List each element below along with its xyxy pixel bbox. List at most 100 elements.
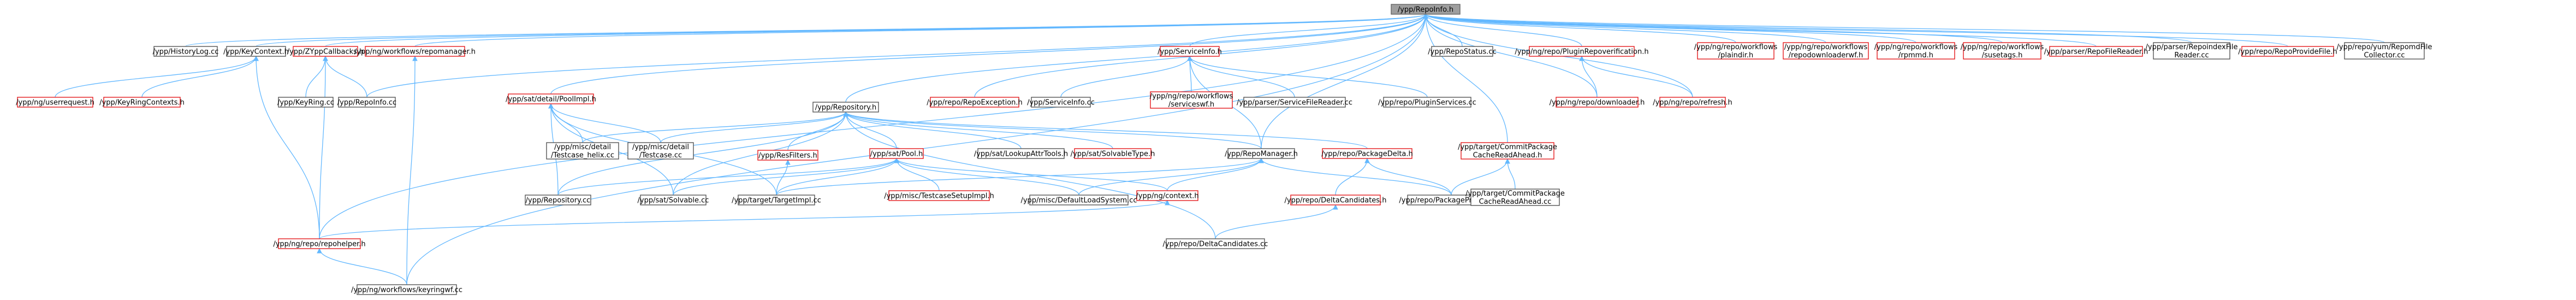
node-packagedelta-h[interactable]: /ypp/repo/PackageDelta.h bbox=[1321, 148, 1413, 159]
node-keyring-cc[interactable]: /ypp/KeyRing.cc bbox=[277, 97, 334, 108]
node-label: /ypp/parser/RepoindexFile bbox=[2146, 43, 2238, 51]
node-box bbox=[812, 102, 879, 113]
node-wf-repodownloaderwf-h[interactable]: /ypp/ng/repo/workflows/repodownloaderwf.… bbox=[1783, 42, 1869, 60]
node-label: /ypp/ng/repo/repohelper.h bbox=[273, 240, 365, 249]
node-box bbox=[1529, 46, 1635, 57]
node-box bbox=[1029, 195, 1129, 205]
node-label: /ypp/repo/PluginServices.cc bbox=[1378, 99, 1476, 107]
node-box bbox=[357, 284, 457, 295]
node-deltacandidates-h[interactable]: /ypp/repo/DeltaCandidates.h bbox=[1285, 195, 1387, 205]
node-box bbox=[226, 46, 286, 57]
node-box bbox=[293, 46, 358, 57]
node-repoinfo-h[interactable]: /ypp/RepoInfo.h bbox=[1391, 4, 1461, 15]
node-solvable-cc[interactable]: /ypp/sat/Solvable.cc bbox=[638, 195, 709, 205]
node-solvabletype-h[interactable]: /ypp/sat/SolvableType.h bbox=[1071, 148, 1155, 159]
node-label: Collector.cc bbox=[2364, 51, 2405, 60]
node-keyringcontexts-h[interactable]: /ypp/KeyRingContexts.h bbox=[99, 97, 185, 108]
node-serviceinfo-cc[interactable]: /ypp/ServiceInfo.cc bbox=[1027, 97, 1095, 108]
node-box bbox=[1783, 42, 1869, 60]
node-label: /Testcase.cc bbox=[639, 151, 682, 160]
node-box bbox=[103, 97, 181, 108]
node-box bbox=[1470, 189, 1560, 206]
node-commitpkgcache-h[interactable]: /ypp/target/CommitPackageCacheReadAhead.… bbox=[1458, 142, 1557, 160]
dependency-edge bbox=[366, 13, 1428, 98]
node-repoexception-h[interactable]: /ypp/repo/RepoException.h bbox=[927, 97, 1023, 108]
dependency-edge bbox=[1423, 13, 2192, 43]
node-label: /ypp/repo/RepoException.h bbox=[927, 99, 1023, 107]
node-box bbox=[1963, 42, 2041, 60]
node-keyringwf-cc[interactable]: /ypp/ng/workflows/keyringwf.cc bbox=[351, 284, 462, 295]
node-box bbox=[17, 97, 93, 108]
node-label: /ypp/KeyRing.cc bbox=[277, 99, 334, 107]
node-label: /ypp/target/TargetImpl.cc bbox=[732, 197, 821, 205]
node-label: /ypp/Repository.h bbox=[815, 104, 877, 112]
dependency-edge bbox=[894, 157, 1079, 196]
node-label: /ypp/ng/repo/workflows bbox=[1784, 43, 1868, 51]
dependency-edge bbox=[776, 159, 791, 196]
node-serviceinfo-h[interactable]: /ypp/ServiceInfo.h bbox=[1158, 46, 1222, 57]
node-label: /ypp/KeyRingContexts.h bbox=[99, 99, 185, 107]
node-zyppcallbacks-h[interactable]: /ypp/ZYppCallbacks.h bbox=[287, 46, 364, 57]
node-box bbox=[1243, 97, 1346, 108]
dependency-edge bbox=[317, 248, 407, 285]
node-testcase-helix-cc[interactable]: /ypp/misc/detail/Testcase_helix.cc bbox=[546, 142, 619, 160]
node-testcasesetupimpl-h[interactable]: /ypp/misc/TestcaseSetupImpl.h bbox=[884, 190, 994, 201]
node-repomanager-h[interactable]: /ypp/RepoManager.h bbox=[1225, 148, 1298, 159]
node-repoverification-h[interactable]: /ypp/ng/repo/PluginRepoverification.h bbox=[1515, 46, 1649, 57]
node-keycontext-h[interactable]: /ypp/KeyContext.h bbox=[223, 46, 289, 57]
node-testcase-cc[interactable]: /ypp/misc/detail/Testcase.cc bbox=[627, 142, 694, 160]
dependency-edge bbox=[660, 111, 848, 143]
node-box bbox=[977, 148, 1065, 159]
node-repoinfo-cc[interactable]: /ypp/RepoInfo.cc bbox=[337, 97, 396, 108]
node-historylog-cc[interactable]: /ypp/HistoryLog.cc bbox=[153, 46, 219, 57]
node-label: /ypp/misc/DefaultLoadSystem.cc bbox=[1020, 197, 1137, 205]
node-commitpkgcache-cc[interactable]: /ypp/target/CommitPackageCacheReadAhead.… bbox=[1465, 189, 1565, 206]
node-box bbox=[365, 46, 465, 57]
dependency-edge bbox=[1215, 204, 1338, 239]
node-box bbox=[1431, 46, 1493, 57]
node-deltacandidates-cc[interactable]: /ypp/repo/DeltaCandidates.cc bbox=[1163, 238, 1268, 249]
dependency-edge bbox=[1335, 157, 1370, 196]
node-wf-rpmmd-h[interactable]: /ypp/ng/repo/workflows/rpmmd.h bbox=[1874, 42, 1958, 60]
node-label: /ypp/ng/workflows/repomanager.h bbox=[354, 48, 476, 56]
node-label: /ypp/parser/RepoFileReader.h bbox=[2044, 48, 2148, 56]
node-box bbox=[1160, 46, 1220, 57]
node-label: /susetags.h bbox=[1982, 51, 2023, 60]
node-label: /ypp/repo/yum/RepomdFile bbox=[2337, 43, 2432, 51]
node-refresh-h[interactable]: /ypp/ng/repo/refresh.h bbox=[1653, 97, 1732, 108]
dependency-edge bbox=[1261, 13, 1428, 149]
node-poolimpl-h[interactable]: /ypp/sat/detail/PoolImpl.h bbox=[506, 93, 596, 104]
node-targetimpl-cc[interactable]: /ypp/target/TargetImpl.cc bbox=[732, 195, 821, 205]
node-box bbox=[1166, 238, 1265, 249]
node-servicefilereader-cc[interactable]: /ypp/parser/ServiceFileReader.cc bbox=[1237, 97, 1352, 108]
node-repository-h[interactable]: /ypp/Repository.h bbox=[812, 102, 879, 113]
node-context-h[interactable]: /ypp/ng/context.h bbox=[1136, 190, 1199, 201]
node-userrequest-h[interactable]: /ypp/ng/userrequest.h bbox=[16, 97, 94, 108]
node-defaultloadsystem-cc[interactable]: /ypp/misc/DefaultLoadSystem.cc bbox=[1020, 195, 1137, 205]
node-label: /ypp/ng/repo/workflows bbox=[1694, 43, 1778, 51]
node-label: /ypp/ng/repo/PluginRepoverification.h bbox=[1515, 48, 1648, 56]
node-pluginservices-cc[interactable]: /ypp/repo/PluginServices.cc bbox=[1378, 97, 1476, 108]
node-label: /ypp/ng/repo/workflows bbox=[1150, 92, 1233, 101]
node-resfilters-h[interactable]: /ypp/ResFilters.h bbox=[757, 150, 818, 161]
node-downloader-h[interactable]: /ypp/ng/repo/downloader.h bbox=[1550, 97, 1645, 108]
node-wf-susetags-h[interactable]: /ypp/ng/repo/workflows/susetags.h bbox=[1961, 42, 2044, 60]
node-repomanager-wf-h[interactable]: /ypp/ng/workflows/repomanager.h bbox=[354, 46, 476, 57]
dependency-edge bbox=[1187, 55, 1295, 98]
node-repository-cc[interactable]: /ypp/Repository.cc bbox=[525, 195, 591, 205]
node-box bbox=[930, 97, 1019, 108]
node-repostatus-cc[interactable]: /ypp/RepoStatus.cc bbox=[1428, 46, 1497, 57]
node-lookupattrtools-h[interactable]: /ypp/sat/LookupAttrTools.h bbox=[974, 148, 1068, 159]
node-repohelper-h[interactable]: /ypp/ng/repo/repohelper.h bbox=[273, 238, 366, 249]
node-label: /ypp/misc/TestcaseSetupImpl.h bbox=[884, 192, 994, 201]
node-box bbox=[757, 150, 818, 161]
node-wf-serviceswf-h[interactable]: /ypp/ng/repo/workflows/serviceswf.h bbox=[1150, 91, 1233, 109]
node-wf-plaindir-h[interactable]: /ypp/ng/repo/workflows/plaindir.h bbox=[1694, 42, 1778, 60]
node-sat-pool-h[interactable]: /ypp/sat/Pool.h bbox=[869, 148, 924, 159]
node-box bbox=[627, 142, 694, 160]
node-repofilereader-h[interactable]: /ypp/parser/RepoFileReader.h bbox=[2044, 46, 2148, 57]
dependency-edge bbox=[1579, 55, 1598, 98]
node-repoprovidefile-h[interactable]: /ypp/repo/RepoProvideFile.h bbox=[2238, 46, 2337, 57]
